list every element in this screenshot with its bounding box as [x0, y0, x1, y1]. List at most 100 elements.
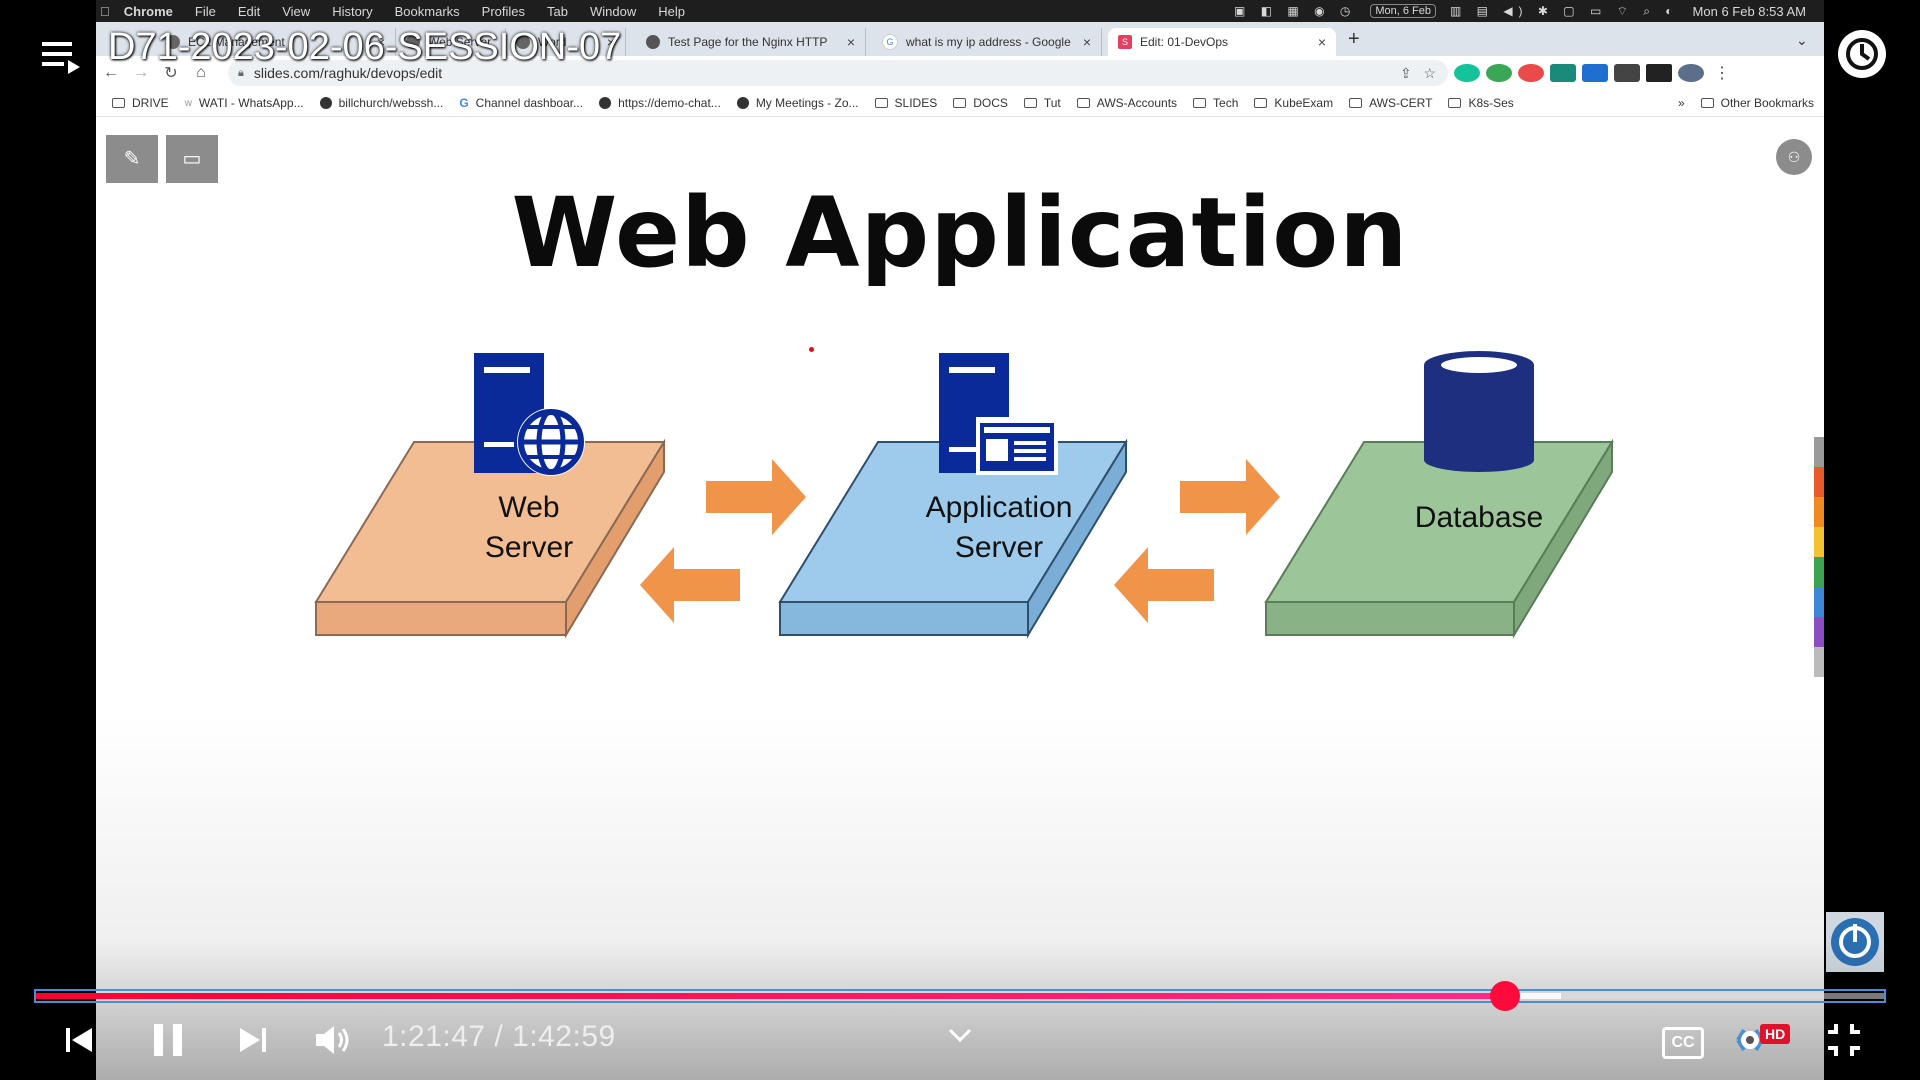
menu-profiles[interactable]: Profiles: [471, 3, 525, 19]
reload-button[interactable]: ↻: [164, 65, 178, 82]
next-icon[interactable]: [230, 1018, 274, 1062]
chevron-down-icon[interactable]: [940, 1016, 980, 1056]
color-rail[interactable]: [1814, 437, 1824, 677]
tab-label: EC2 Management: [188, 35, 285, 49]
home-button[interactable]: ⌂: [196, 64, 206, 81]
share-bookmark-icons[interactable]: ⇪ ☆: [1400, 64, 1436, 81]
extension-icon-4[interactable]: [1550, 64, 1576, 82]
profile-avatar[interactable]: [1678, 64, 1704, 82]
folder-icon: [1448, 98, 1462, 108]
sidepanel-icon[interactable]: [1646, 64, 1672, 82]
lock-icon[interactable]: 🔒︎: [238, 66, 244, 79]
grammarly-extension-icon[interactable]: [1454, 64, 1480, 82]
bookmark-meetings[interactable]: My Meetings - Zo...: [736, 96, 859, 110]
globe-icon: [646, 35, 660, 49]
close-icon[interactable]: ×: [1082, 34, 1091, 50]
menu-file[interactable]: File: [185, 3, 216, 19]
menu-view[interactable]: View: [272, 3, 310, 19]
bookmarks-overflow-button[interactable]: »: [1678, 96, 1685, 110]
bookmark-kubeexam[interactable]: KubeExam: [1254, 96, 1333, 110]
channel-watermark-logo[interactable]: [1826, 912, 1884, 972]
close-icon[interactable]: ×: [376, 34, 385, 50]
pencil-icon[interactable]: ✎: [106, 135, 158, 183]
back-button[interactable]: ←: [103, 64, 119, 81]
bookmark-drive[interactable]: DRIVE: [112, 96, 169, 110]
bookmark-label: Tech: [1213, 96, 1239, 110]
tab-google[interactable]: G what is my ip address - Google ×: [872, 28, 1102, 56]
menu-edit[interactable]: Edit: [228, 3, 260, 19]
tab-label: Edit: 01-DevOps: [1140, 35, 1229, 49]
close-icon[interactable]: ×: [846, 34, 855, 50]
folder-icon: [1023, 98, 1037, 108]
extension-icon-2[interactable]: [1486, 64, 1512, 82]
playlist-icon[interactable]: [40, 36, 82, 76]
collaborators-icon[interactable]: ⚇: [1776, 139, 1812, 175]
bookmark-label: Tut: [1043, 96, 1061, 110]
close-icon[interactable]: ×: [1317, 34, 1326, 50]
menu-bookmarks[interactable]: Bookmarks: [384, 3, 460, 19]
tab-word[interactable]: Word ×: [506, 28, 626, 56]
bookmark-label: billchurch/webssh...: [338, 96, 444, 110]
tab-label: what is my ip address - Google: [906, 35, 1071, 49]
bookmark-label: AWS-Accounts: [1096, 96, 1178, 110]
tab-ec2[interactable]: EC2 Management ×: [156, 28, 396, 56]
menu-tab[interactable]: Tab: [537, 3, 568, 19]
browser-toolbar: ← → ↻ ⌂ 🔒︎ slides.com/raghuk/devops/edit…: [96, 56, 1824, 90]
slide-canvas[interactable]: ✎ ▭ ⚇ Web Application Web: [96, 117, 1824, 1080]
other-bookmarks[interactable]: Other Bookmarks: [1700, 96, 1814, 110]
puzzle-icon[interactable]: [1614, 64, 1640, 82]
date-pill[interactable]: Mon, 6 Feb: [1370, 4, 1436, 18]
close-icon[interactable]: ×: [606, 34, 615, 50]
progress-played: [36, 993, 1506, 999]
kebab-menu-icon[interactable]: ⋮: [1714, 65, 1730, 82]
status-icons[interactable]: ▣ ◧ ▦ ◉ ◷: [1234, 4, 1357, 18]
volume-icon[interactable]: [310, 1018, 354, 1062]
progress-scrubber-handle[interactable]: [1490, 981, 1521, 1011]
forward-button[interactable]: →: [133, 64, 149, 81]
menu-history[interactable]: History: [322, 3, 372, 19]
arrow-left-icon: [640, 547, 740, 623]
bookmark-docs[interactable]: DOCS: [953, 96, 1008, 110]
apple-icon[interactable]: : [100, 4, 110, 19]
watch-later-icon[interactable]: [1838, 30, 1886, 78]
extension-icon-5[interactable]: [1582, 64, 1608, 82]
bookmark-demo-chat[interactable]: https://demo-chat...: [599, 96, 721, 110]
menubar-clock[interactable]: Mon 6 Feb 8:53 AM: [1692, 3, 1806, 19]
tab-favicon: [516, 35, 530, 49]
menu-help[interactable]: Help: [648, 3, 685, 19]
extension-icon-3[interactable]: [1518, 64, 1544, 82]
bookmark-label: My Meetings - Zo...: [755, 96, 859, 110]
address-bar[interactable]: 🔒︎ slides.com/raghuk/devops/edit ⇪ ☆: [228, 60, 1448, 86]
tab-nginx[interactable]: Test Page for the Nginx HTTP ×: [636, 28, 866, 56]
arrow-right-icon: [1180, 459, 1280, 535]
folder-icon: [112, 98, 125, 108]
bookmark-k8s-ses[interactable]: K8s-Ses: [1448, 96, 1514, 110]
bookmark-tech[interactable]: Tech: [1193, 96, 1238, 110]
folder-icon: [1076, 98, 1090, 108]
present-icon[interactable]: ▭: [166, 135, 218, 183]
status-icons-right[interactable]: ▥ ▤ ◀) ✱ ▢ ▭ ⌔ ⌕ ◐: [1449, 3, 1679, 18]
bookmark-github[interactable]: billchurch/webssh...: [319, 96, 444, 110]
bookmark-aws-cert[interactable]: AWS-CERT: [1349, 96, 1432, 110]
bookmark-label: SLIDES: [894, 96, 938, 110]
video-title[interactable]: D71-2023-02-06-SESSION-07: [108, 26, 622, 68]
bookmark-tut[interactable]: Tut: [1023, 96, 1061, 110]
tab-search-icon[interactable]: ⌄: [1796, 32, 1808, 48]
captions-button[interactable]: CC: [1662, 1027, 1704, 1059]
pause-icon[interactable]: [146, 1018, 190, 1062]
previous-icon[interactable]: [58, 1018, 102, 1062]
menu-window[interactable]: Window: [580, 3, 636, 19]
bookmark-aws-accounts[interactable]: AWS-Accounts: [1076, 96, 1178, 110]
tab-slides-active[interactable]: S Edit: 01-DevOps ×: [1108, 28, 1336, 56]
new-tab-button[interactable]: +: [1348, 28, 1360, 50]
tab-web-server[interactable]: Web Server: [396, 28, 506, 56]
slides-icon: S: [1118, 35, 1132, 49]
exit-fullscreen-icon[interactable]: [1822, 1018, 1866, 1062]
server-webpage-icon: [939, 353, 1058, 475]
tab-strip: EC2 Management × Web Server Word × Test …: [96, 22, 1824, 56]
bookmark-slides[interactable]: SLIDES: [874, 96, 938, 110]
bookmark-label: KubeExam: [1274, 96, 1334, 110]
menubar-app-name[interactable]: Chrome: [114, 3, 173, 19]
